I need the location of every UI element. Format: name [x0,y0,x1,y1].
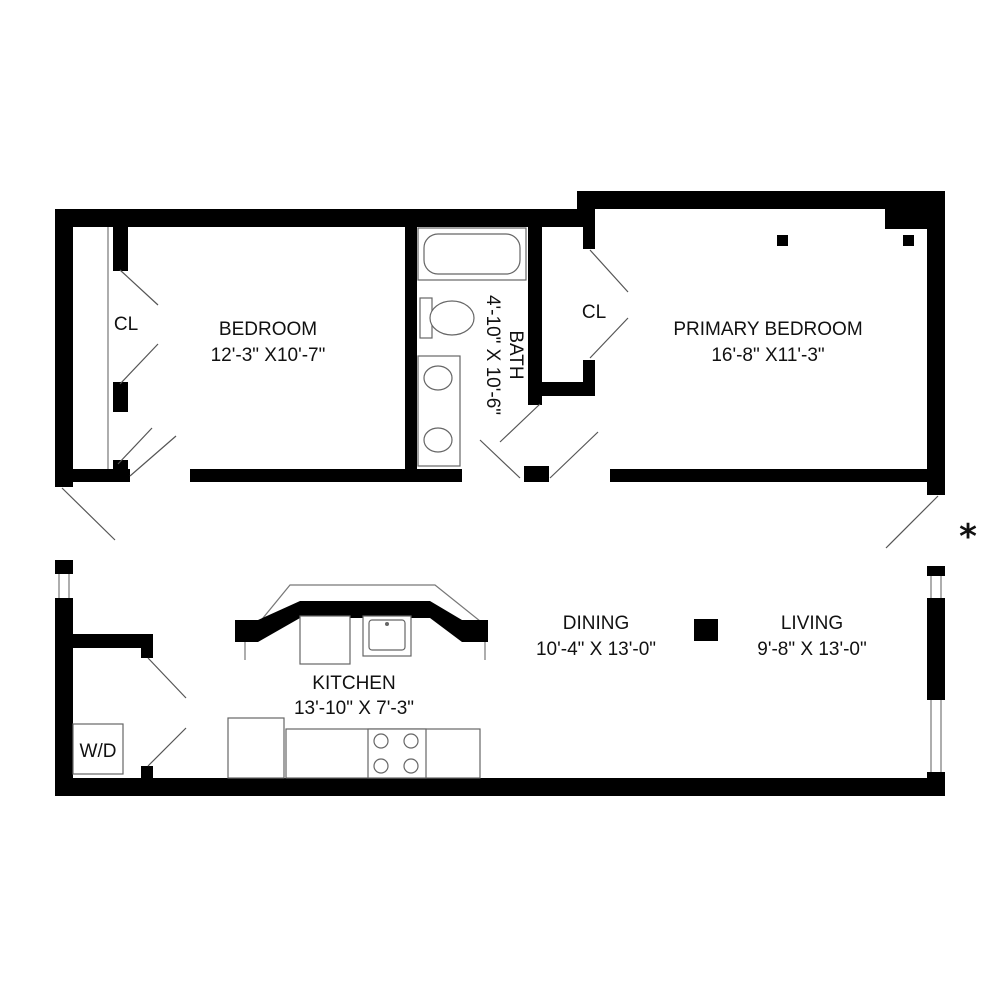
bath-dims: 4'-10" X 10'-6" [482,295,503,415]
closet-label-right: CL [582,302,606,323]
bedroom-dims: 12'-3" X10'-7" [211,345,326,366]
bedroom-name: BEDROOM [219,319,317,340]
entry-marker: * [959,517,977,557]
kitchen-peninsula [235,584,488,665]
toilet-bowl [429,300,475,336]
dining-name: DINING [563,613,630,634]
bath-fixtures [417,227,527,467]
closet-label-left: CL [114,314,138,335]
primary-bedroom-dims: 16'-8" X11'-3" [711,345,824,366]
kitchen-name: KITCHEN [312,673,395,694]
primary-bedroom-name: PRIMARY BEDROOM [673,319,862,340]
walls [55,191,945,796]
kitchen-counter [227,717,481,779]
sink-lower [423,427,453,453]
kitchen-dims: 13'-10" X 7'-3" [294,698,414,719]
bath-name: BATH [505,330,526,379]
sink-upper [423,365,453,391]
doors [61,249,939,767]
dining-dims: 10'-4" X 13'-0" [536,639,656,660]
living-name: LIVING [781,613,843,634]
living-dims: 9'-8" X 13'-0" [757,639,866,660]
laundry-label: W/D [80,741,117,762]
washer-dryer [72,723,124,775]
